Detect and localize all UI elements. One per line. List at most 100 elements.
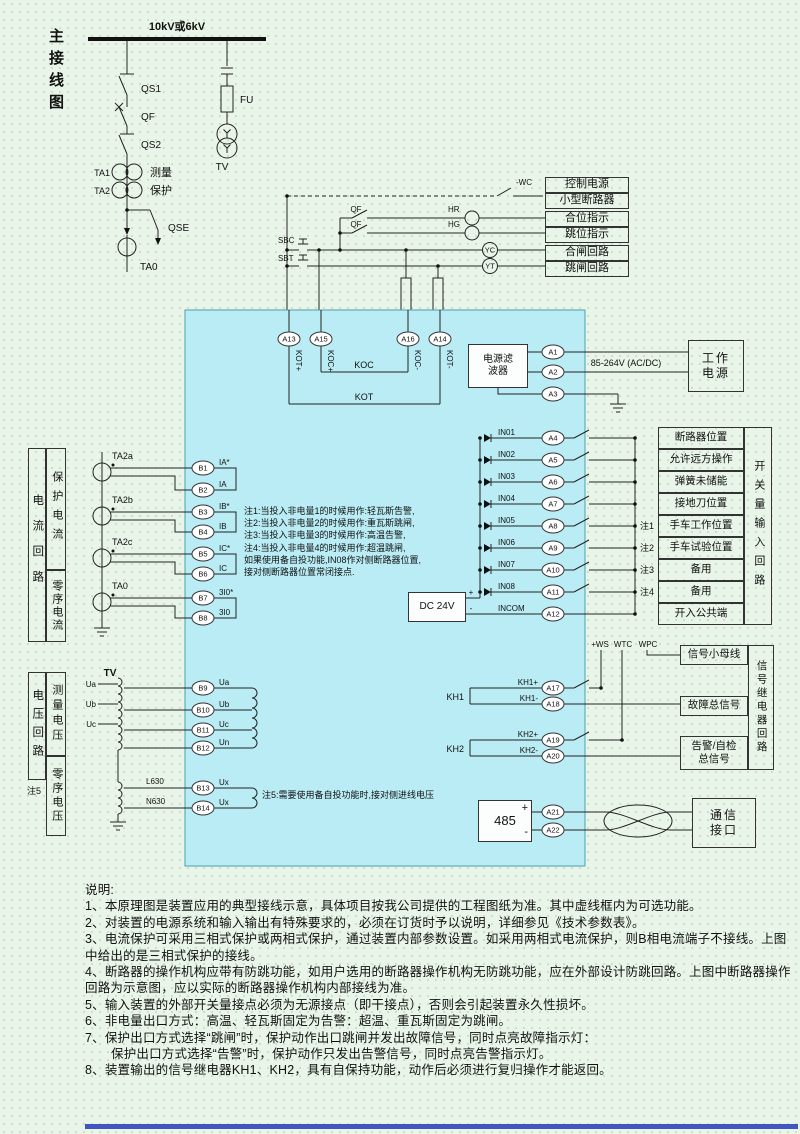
protection-device-body [184,309,586,867]
terminal-a3 [541,386,565,402]
in03-label: IN03 [498,472,515,481]
in05-label: IN05 [498,516,515,525]
ta2b-label: TA2b [112,495,133,505]
sbc-button-label: SBC [278,236,295,245]
terminal-a20 [541,748,565,764]
input-desc-spring: 弹簧未储能 [658,471,744,493]
sig-ib: IB [219,522,227,531]
qse-arrow [155,238,161,245]
current-loop-outer: 电流回路 [28,448,46,642]
in04-label: IN04 [498,494,515,503]
sig-ia-star: IA* [219,458,230,467]
terminal-b14 [191,800,215,816]
terminal-a19 [541,732,565,748]
control-junction-dots [285,194,440,268]
twisted-pair-symbol [603,804,673,838]
koc-label: KOC [354,360,374,370]
note5-text: 注5:需要使用备自投功能时,接对侧进线电压 [262,790,435,800]
terminal-b10 [191,702,215,718]
work-power-box: 工作 电源 [688,340,744,392]
terminal-a6 [541,474,565,490]
zeroseq-voltage-label: 零序电压 [50,768,63,824]
note3-ref: 注3 [640,564,654,575]
terminal-b6-label: B6 [198,570,207,579]
koc-plus-label: KOC+ [326,350,335,372]
current-ct-symbols [92,462,112,612]
terminal-b13 [191,780,215,796]
control-box-closepos: 合位指示 [545,211,629,227]
terminal-a7 [541,496,565,512]
control-box-mcb: 小型断路器 [545,193,629,209]
comm-wiring [532,811,692,831]
terminal-b2-label: B2 [198,486,207,495]
incom-label: INCOM [498,604,525,613]
current-loop-label: 电流回路 [31,494,44,596]
ta0-ct-label: TA0 [112,581,128,591]
measure-label: 测量 [150,166,172,179]
terminal-b11 [191,722,215,738]
power-filter-box: 电源滤 波器 [468,344,528,388]
wc-bus-label: -WC [516,178,532,187]
terminal-b7 [191,590,215,606]
voltage-loop-label: 电压回路 [31,689,44,763]
sig-ib-star: IB* [219,502,230,511]
terminal-b12-label: B12 [196,744,209,753]
terminal-b7-label: B7 [198,594,207,603]
dc-plus-label: + [469,588,474,597]
terminal-a16 [396,331,420,347]
comm-port-box: 通信 接口 [692,798,756,848]
remark-item: 4、断路器的操作机构应带有防跳功能，如用户选用的断路器操作机构无防跳功能，应在外… [85,965,791,996]
busbar [88,37,266,41]
n630-label: N630 [146,797,166,806]
voltage-wiring [98,677,258,831]
input-desc-cb-pos: 断路器位置 [658,427,744,449]
qf-aux2-label: QF [350,220,361,229]
control-box-tripcir: 跳闸回路 [545,261,629,277]
terminal-b12 [191,740,215,756]
kh2-plus-label: KH2+ [518,730,539,739]
terminal-a5-label: A5 [548,456,557,465]
terminal-a20-label: A20 [546,752,559,761]
terminal-b5 [191,546,215,562]
terminal-b4-label: B4 [198,528,207,537]
l630-label: L630 [146,777,164,786]
junction-dot-ws [599,686,603,690]
input-desc-testpos: 手车试验位置 [658,537,744,559]
qs2-label: QS2 [141,140,161,151]
remark-item: 8、装置输出的信号继电器KH1、KH2，具有自保持功能，动作后必须进行复归操作才… [85,1063,612,1078]
terminal-a13 [277,331,301,347]
input-desc-earthsw: 接地刀位置 [658,493,744,515]
note5-ref: 注5 [27,786,42,796]
wpc-bus-label: WPC [639,640,658,649]
qf-aux1-label: QF [350,205,361,214]
dc-minus-label: - [470,604,473,613]
terminal-b1-label: B1 [198,464,207,473]
signal-bus-box: 信号小母线 [680,645,748,665]
flow-arrow [124,228,130,235]
signal-column-label: 信号继电器回路 [755,660,768,755]
note4-ref: 注4 [640,586,654,597]
terminal-a12 [541,606,565,622]
input-diodes [484,434,491,596]
terminal-a18-label: A18 [546,700,559,709]
zeroseq-voltage-box: 零序电压 [46,756,66,836]
input-desc-common: 开入公共端 [658,603,744,625]
protect-label: 保护 [150,183,172,197]
terminal-a1-label: A1 [548,348,557,357]
remark-item: 5、输入装置的外部开关量接点必须为无源接点（即干接点），否则会引起装置永久性损坏… [85,997,594,1012]
terminal-b6 [191,566,215,582]
note2-ref: 注2 [640,542,654,553]
terminal-a2-label: A2 [548,368,557,377]
sig-un: Un [219,738,229,747]
supply-range-label: 85-264V (AC/DC) [591,358,662,368]
input-junction-dots [478,436,637,616]
terminal-a22-label: A22 [546,826,559,835]
sig-ua: Ua [219,678,230,687]
tv-secondary-label: TV [104,668,117,679]
remark-item: 6、非电量出口方式：高温、轻瓦斯固定为告警：超温、重瓦斯固定为跳闸。 [85,1014,512,1029]
ua-phase-label: Ua [86,680,97,689]
ta2a-label: TA2a [112,451,133,461]
qf-label: QF [141,112,155,123]
input-desc-workpos: 手车工作位置 [658,515,744,537]
